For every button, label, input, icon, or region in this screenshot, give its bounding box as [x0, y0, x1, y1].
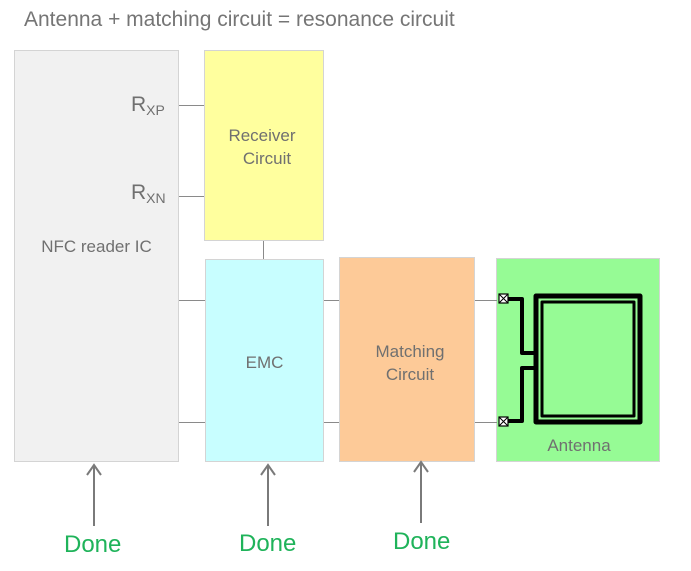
rxn-wire	[179, 196, 204, 197]
rxn-pin-label: RXN	[131, 181, 166, 206]
receiver-circuit-label: Receiver Circuit	[228, 126, 296, 168]
receiver-emc-wire	[263, 241, 264, 259]
rxp-pin-label: RXP	[131, 93, 165, 118]
emc-matching-wire-bottom	[324, 422, 339, 423]
matching-antenna-wire-top	[475, 300, 497, 301]
antenna-label: Antenna	[547, 436, 611, 455]
emc-block: EMC	[205, 259, 324, 462]
arrow-up-icon	[413, 460, 429, 523]
status-done-emc: Done	[239, 530, 297, 557]
matching-circuit-block: Matching Circuit	[339, 257, 475, 462]
ic-emc-wire-top	[179, 300, 205, 301]
antenna-block: Antenna	[496, 258, 660, 462]
status-done-matching: Done	[393, 528, 451, 555]
rxp-wire	[179, 105, 204, 106]
emc-matching-wire-top	[324, 300, 339, 301]
ic-emc-wire-bottom	[179, 422, 205, 423]
matching-antenna-wire-bottom	[475, 422, 497, 423]
antenna-coil-icon	[498, 293, 643, 427]
nfc-reader-ic-block: NFC reader IC RXP RXN	[14, 50, 179, 462]
arrow-up-icon	[260, 463, 276, 526]
receiver-circuit-block: Receiver Circuit	[204, 50, 324, 241]
emc-label: EMC	[245, 353, 284, 372]
arrow-up-icon	[86, 463, 102, 526]
matching-circuit-label: Matching Circuit	[375, 342, 445, 384]
status-done-nfc: Done	[64, 531, 122, 558]
diagram-title: Antenna + matching circuit = resonance c…	[24, 8, 455, 31]
nfc-reader-ic-label: NFC reader IC	[41, 237, 152, 256]
